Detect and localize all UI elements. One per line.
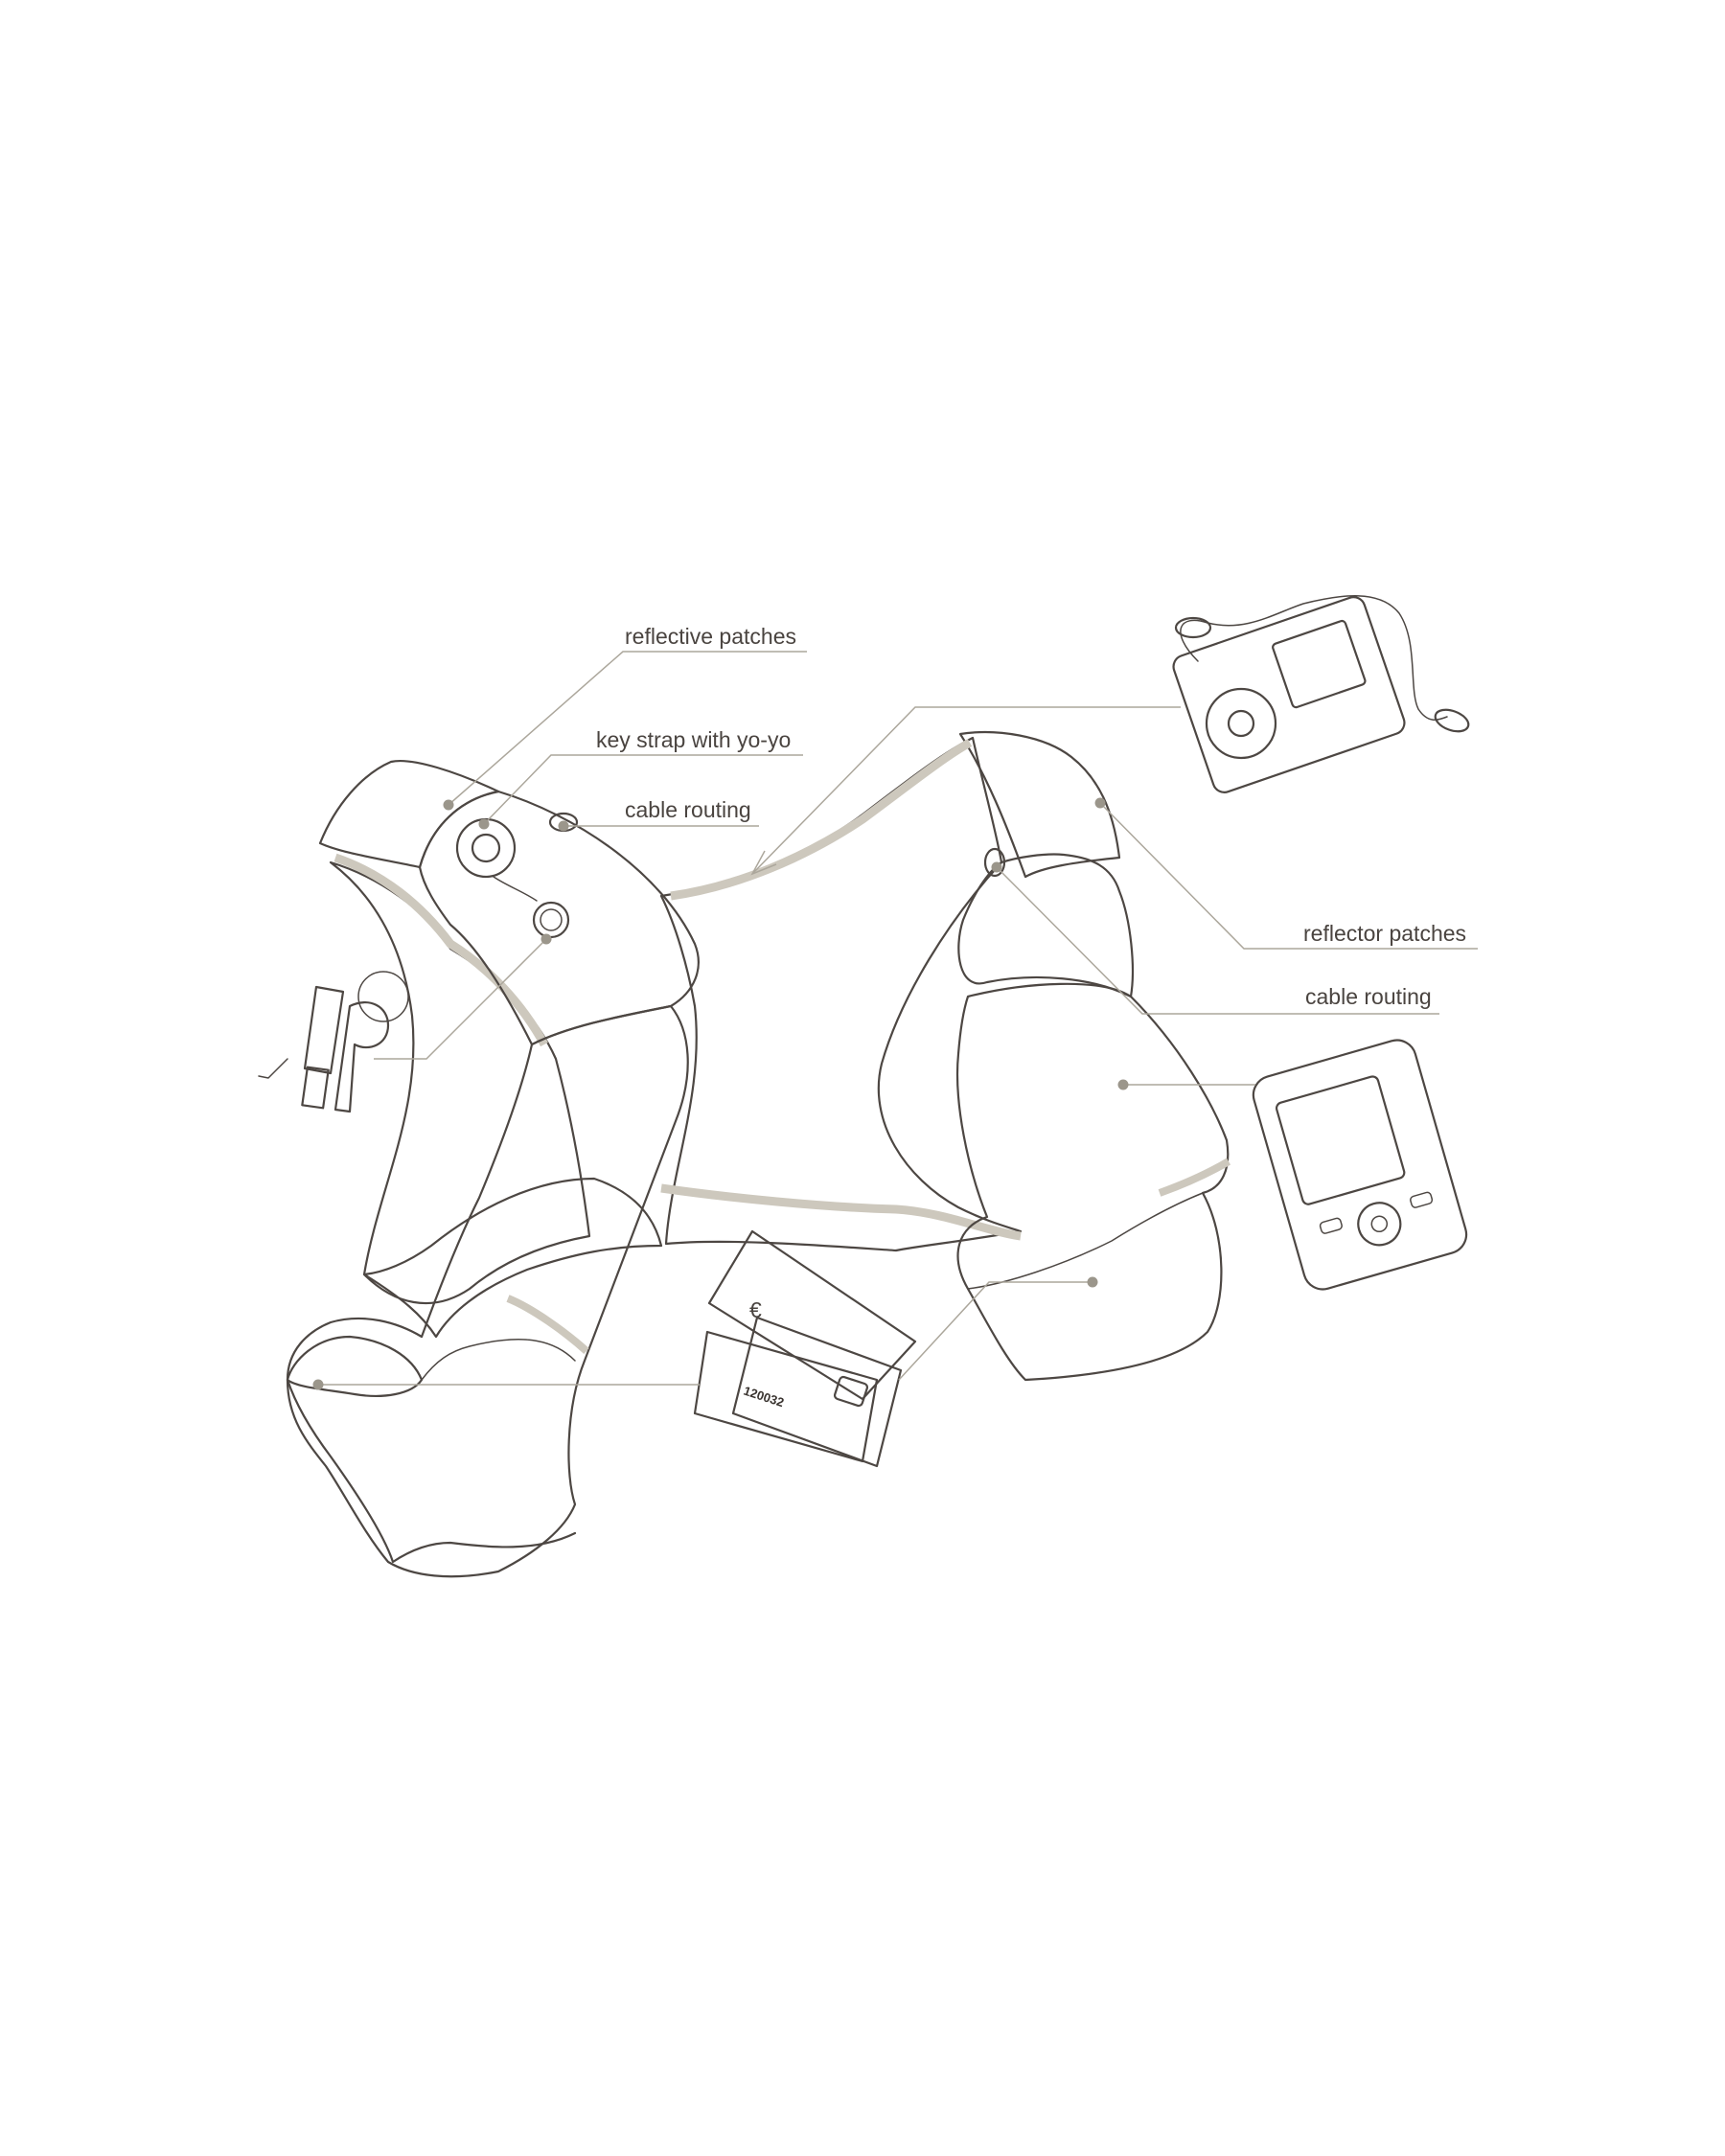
cable-clip-right bbox=[983, 847, 1006, 878]
usb-connector bbox=[301, 1066, 330, 1110]
banknote bbox=[707, 1229, 917, 1401]
dot-cards-left bbox=[312, 1379, 324, 1390]
label-reflective-patches: reflective patches bbox=[625, 624, 796, 649]
right-arm-cuff bbox=[967, 1192, 1204, 1290]
leader-key-ring bbox=[374, 938, 547, 1060]
right-reflective-patch bbox=[958, 731, 1121, 879]
leader-reflective-patches bbox=[448, 651, 807, 806]
label-key-strap: key strap with yo-yo bbox=[596, 727, 791, 752]
yo-yo-reel-inner bbox=[471, 833, 501, 863]
currency-symbol: € bbox=[749, 1297, 762, 1322]
mp3-player bbox=[1172, 595, 1470, 793]
dot-key-strap bbox=[478, 818, 490, 830]
key-ring bbox=[532, 901, 570, 939]
key-ring-inner bbox=[540, 908, 563, 931]
phone-screen bbox=[1275, 1075, 1406, 1205]
arrow-head bbox=[750, 850, 777, 876]
right-shoulder-strap bbox=[957, 853, 1135, 998]
dot-key-ring bbox=[540, 933, 552, 945]
leader-cable-routing-right bbox=[996, 866, 1439, 1015]
cards-and-cash: € 120032 bbox=[693, 1229, 917, 1468]
phone-body bbox=[1252, 1039, 1468, 1291]
card-front bbox=[731, 1316, 903, 1468]
mobile-phone bbox=[1252, 1039, 1468, 1291]
phone-soft-key-right bbox=[1410, 1191, 1434, 1208]
mp3-click-wheel bbox=[1205, 687, 1277, 760]
phone-soft-key-left bbox=[1319, 1217, 1343, 1234]
right-elastic-band bbox=[1158, 1158, 1231, 1197]
usb-stick bbox=[303, 985, 345, 1075]
mp3-center-button bbox=[1227, 709, 1255, 738]
dot-cable-routing-right bbox=[991, 861, 1002, 873]
mesh-piping-right bbox=[670, 739, 973, 901]
right-arm-loop bbox=[955, 982, 1230, 1382]
earbud-left bbox=[1174, 616, 1212, 639]
mesh-piping-left bbox=[334, 853, 548, 1047]
label-cable-routing-right: cable routing bbox=[1305, 984, 1432, 1009]
earphone-cable bbox=[1180, 595, 1448, 721]
left-arm-inner-curve bbox=[421, 1339, 576, 1381]
left-elastic-band bbox=[506, 1295, 589, 1354]
card-chip bbox=[833, 1375, 869, 1408]
usb-keyring bbox=[258, 971, 409, 1113]
harness bbox=[286, 731, 1231, 1578]
key-1 bbox=[334, 1001, 390, 1113]
mp3-player-body bbox=[1172, 596, 1406, 793]
yo-yo-cord bbox=[493, 876, 538, 902]
dot-cable-routing-left bbox=[558, 820, 569, 832]
bottom-left-pouch bbox=[286, 1378, 577, 1564]
dot-phone bbox=[1117, 1079, 1129, 1090]
card-number: 120032 bbox=[742, 1384, 786, 1411]
dot-reflector-patches bbox=[1094, 797, 1106, 809]
mesh-piping-bottom bbox=[660, 1183, 1022, 1241]
leader-reflector-patches bbox=[1099, 802, 1478, 950]
left-arm-cuff bbox=[286, 1335, 424, 1397]
mesh-back-panel bbox=[329, 736, 1023, 1305]
dot-reflective-patches bbox=[443, 799, 454, 811]
left-reflective-patch bbox=[318, 760, 500, 869]
leader-cards-right bbox=[898, 1281, 1092, 1381]
left-arm-loop bbox=[286, 1004, 689, 1578]
earbud-right bbox=[1434, 708, 1470, 733]
dot-cards-right bbox=[1087, 1276, 1098, 1288]
label-reflector-patches: reflector patches bbox=[1303, 921, 1466, 946]
phone-nav-key bbox=[1357, 1202, 1402, 1247]
key-2 bbox=[258, 1058, 288, 1079]
key-ring-small bbox=[357, 971, 409, 1022]
phone-nav-key-center bbox=[1370, 1215, 1389, 1233]
mesh-lower-band bbox=[362, 1177, 663, 1339]
leader-mp3-arrow bbox=[751, 706, 1181, 875]
left-shoulder-strap bbox=[418, 790, 700, 1046]
label-cable-routing-left: cable routing bbox=[625, 797, 751, 822]
mp3-player-screen bbox=[1272, 619, 1367, 709]
callouts: reflective patches key strap with yo-yo … bbox=[312, 624, 1478, 1390]
leader-key-strap bbox=[483, 754, 803, 825]
